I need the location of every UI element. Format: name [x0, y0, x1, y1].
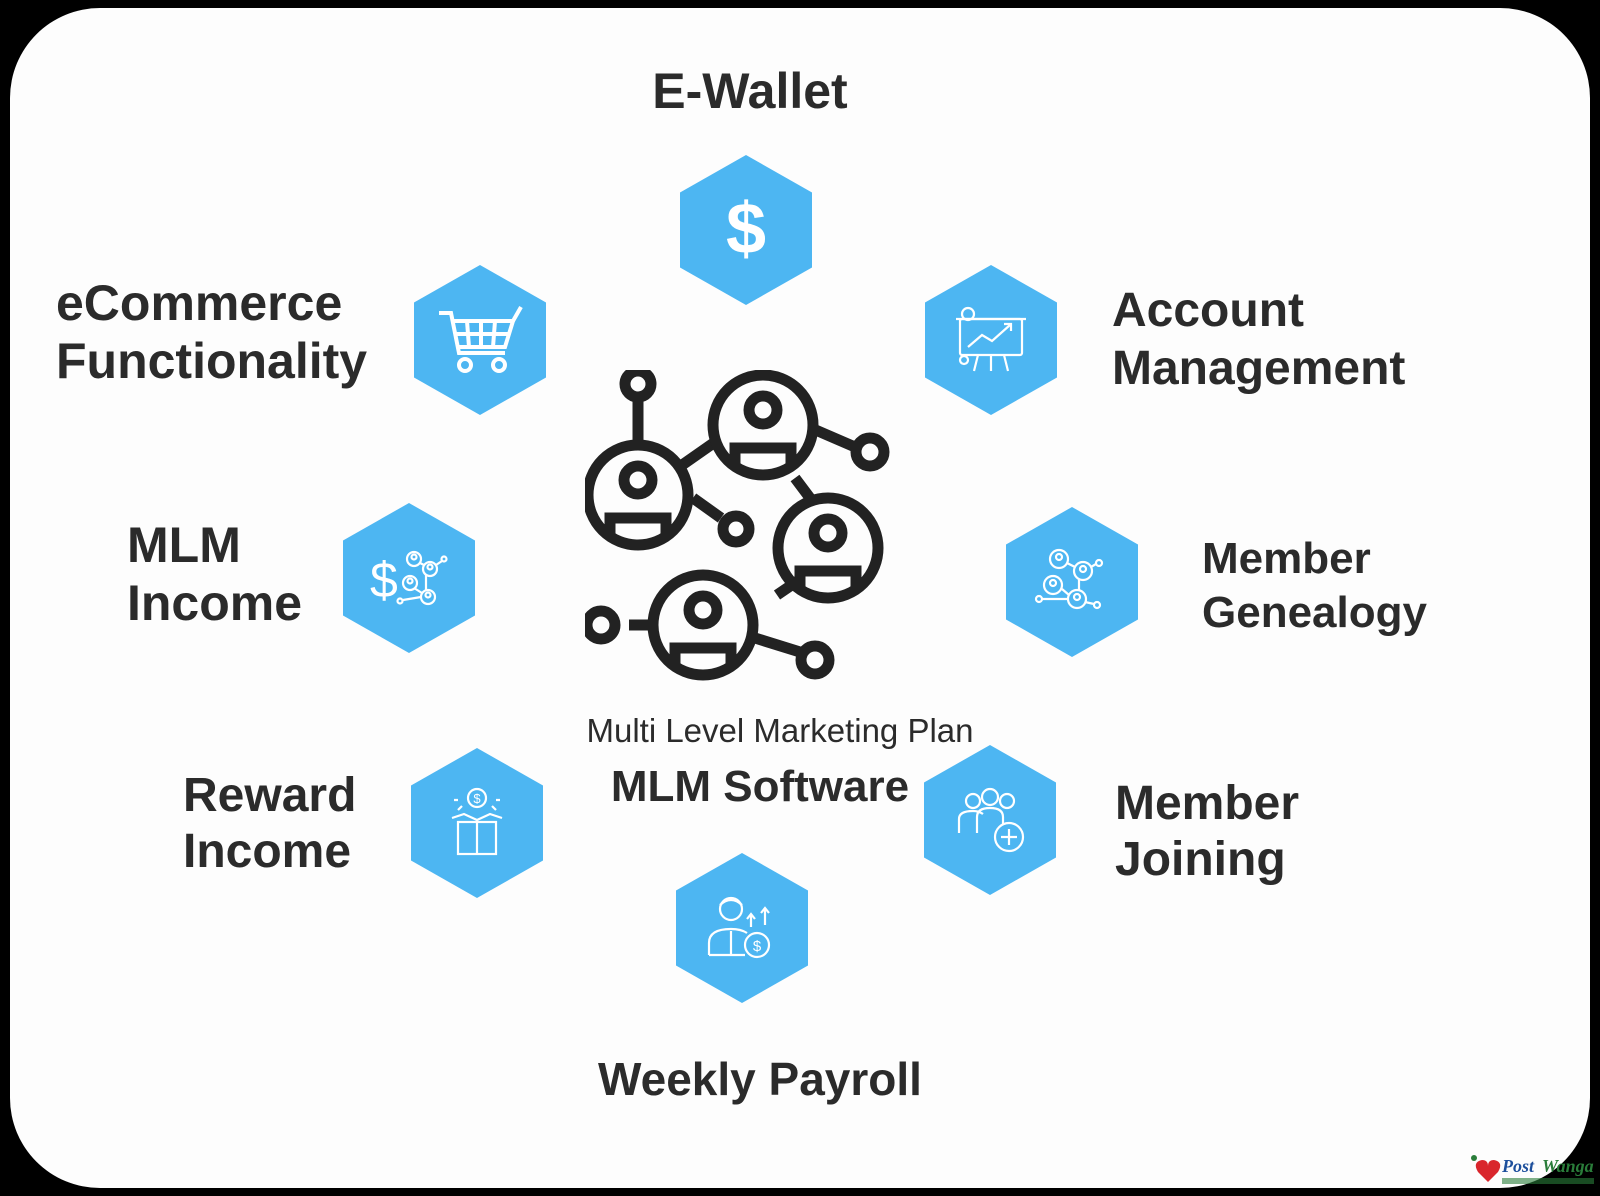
brand-logo: Post Wanga [1471, 1155, 1594, 1184]
center-title: MLM Software [610, 762, 910, 811]
dollar-icon: $ [726, 189, 766, 269]
genealogy-network-icon [1034, 548, 1104, 610]
hex-weekly-payroll: $ [676, 853, 808, 1003]
svg-text:$: $ [753, 938, 762, 955]
hex-reward-income: $ [411, 748, 543, 898]
label-reward-income: Reward Income [183, 769, 357, 878]
network-people-icon [585, 370, 890, 681]
hex-e-wallet: $ [680, 155, 812, 305]
label-member-genealogy: Member Genealogy [1202, 534, 1427, 637]
hex-member-genealogy [1006, 507, 1138, 657]
hex-ecommerce-functionality [414, 265, 546, 415]
hex-member-joining [924, 745, 1056, 895]
svg-text:$: $ [370, 552, 398, 608]
svg-text:$: $ [726, 189, 766, 269]
label-account-management: Account Management [1112, 284, 1406, 395]
label-mlm-income: MLM Income [127, 517, 303, 631]
center-caption: Multi Level Marketing Plan [586, 712, 974, 749]
presentation-chart-icon [956, 306, 1026, 372]
svg-text:Post: Post [1501, 1156, 1535, 1176]
label-weekly-payroll: Weekly Payroll [598, 1053, 922, 1105]
label-e-wallet: E-Wallet [652, 63, 848, 119]
payroll-person-icon: $ [707, 896, 771, 959]
label-ecommerce-functionality: eCommerce Functionality [56, 275, 368, 389]
hex-account-management [925, 265, 1057, 415]
hex-mlm-income: $ [343, 503, 475, 653]
svg-text:$: $ [473, 791, 481, 806]
shopping-cart-icon [439, 306, 523, 373]
group-add-icon [957, 787, 1025, 853]
label-member-joining: Member Joining [1115, 777, 1300, 886]
dollar-network-icon: $ [370, 550, 448, 608]
svg-text:Wanga: Wanga [1542, 1156, 1594, 1176]
reward-box-icon: $ [451, 787, 503, 856]
